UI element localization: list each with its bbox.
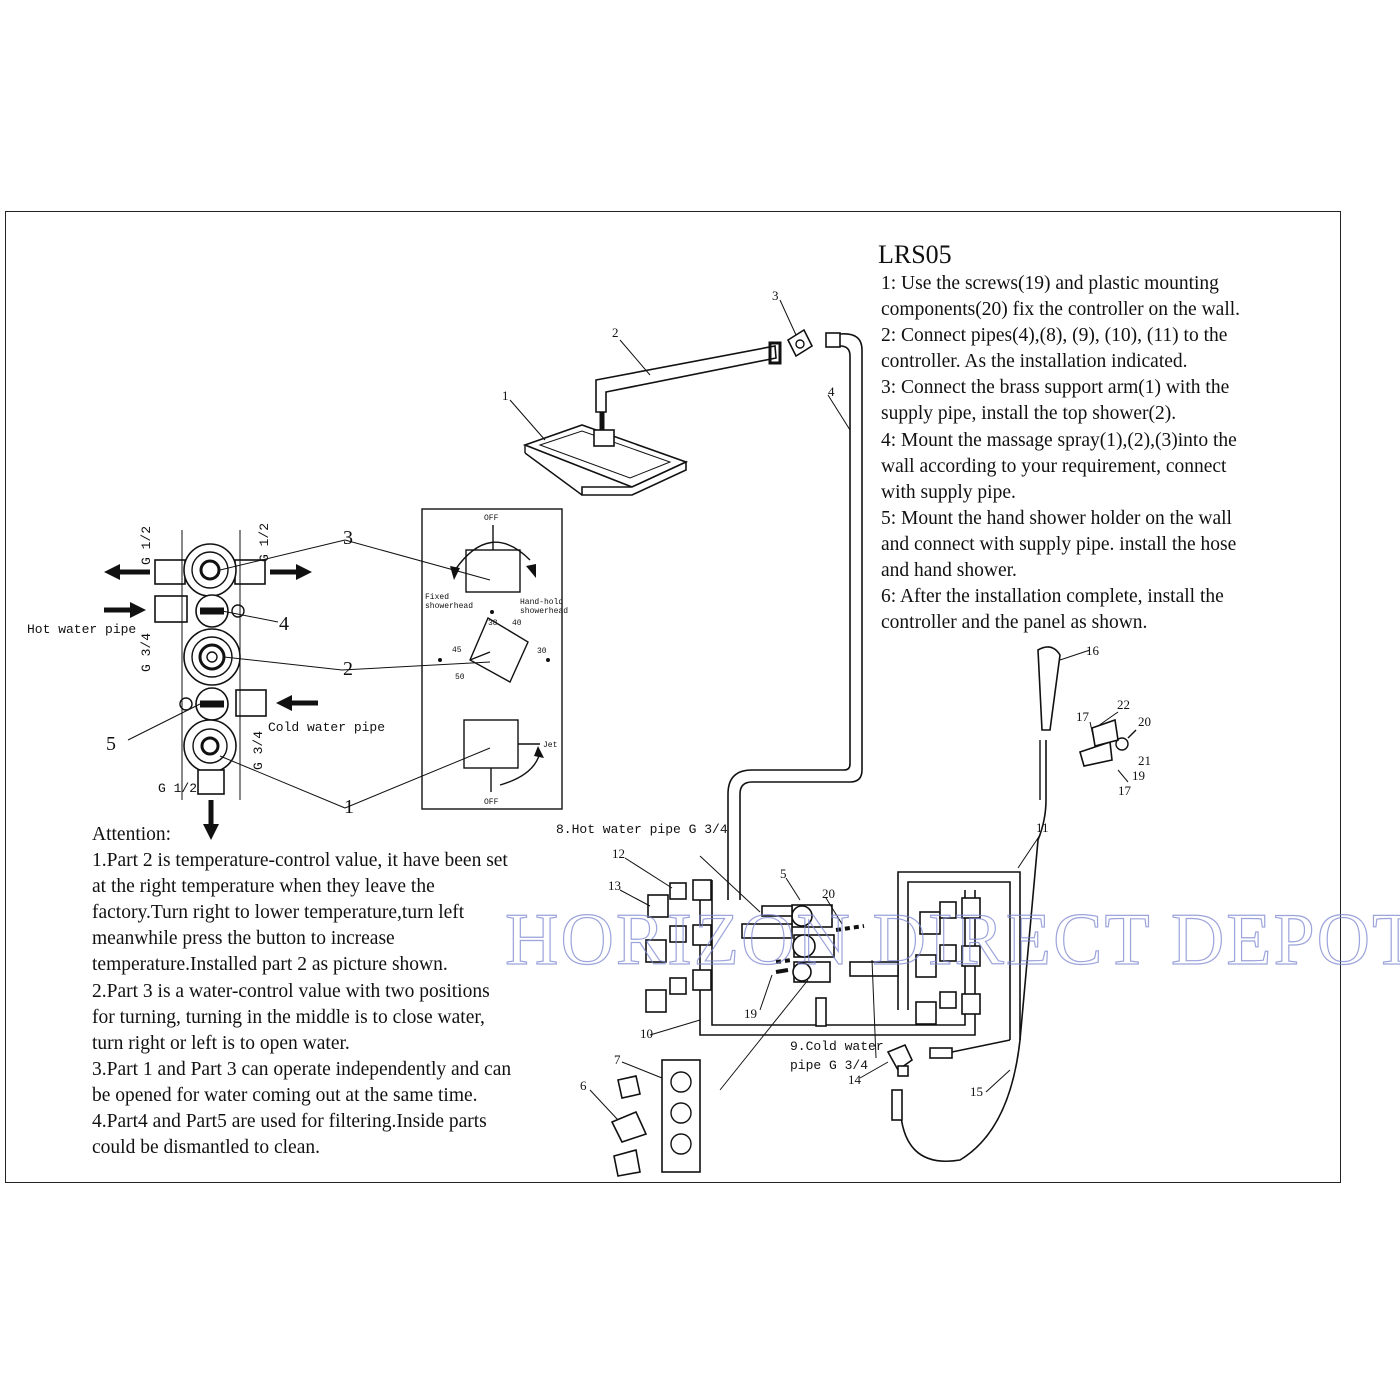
label-g12-left: G 1/2 — [139, 526, 154, 565]
attention-line: turn right or left is to open water. — [92, 1032, 350, 1054]
step-line: with supply pipe. — [881, 481, 1016, 503]
attention-line: temperature.Installed part 2 as picture … — [92, 954, 448, 976]
attention-line: be opened for water coming out at the sa… — [92, 1084, 478, 1106]
panel-t50: 50 — [455, 673, 465, 682]
step-line: controller and the panel as shown. — [881, 612, 1148, 634]
label-g34-right: G 3/4 — [251, 731, 266, 770]
step-line: 5: Mount the hand shower holder on the w… — [881, 507, 1232, 529]
panel-off-bottom: OFF — [484, 798, 499, 807]
diagram-frame — [5, 211, 1341, 1183]
step-line: wall according to your requirement, conn… — [881, 455, 1227, 477]
part-num-21: 21 — [1138, 753, 1151, 768]
valve-num-5: 5 — [106, 733, 116, 755]
label-g12-bottom: G 1/2 — [158, 781, 197, 796]
step-line: 6: After the installation complete, inst… — [881, 586, 1224, 608]
part-num-20a: 20 — [822, 886, 835, 901]
panel-handheld-2: showerhead — [520, 607, 568, 616]
part-num-19a: 19 — [744, 1006, 757, 1021]
step-line: 3: Connect the brass support arm(1) with… — [881, 377, 1230, 399]
step-line: supply pipe, install the top shower(2). — [881, 403, 1177, 425]
step-line: 1: Use the screws(19) and plastic mounti… — [881, 273, 1219, 294]
part-num-12: 12 — [612, 846, 625, 861]
attention-line: meanwhile press the button to increase — [92, 928, 395, 950]
step-line: and connect with supply pipe. install th… — [881, 533, 1237, 555]
part-num-5: 5 — [780, 866, 787, 881]
valve-num-4: 4 — [279, 613, 289, 635]
part-num-16: 16 — [1086, 643, 1100, 658]
step-line: and hand shower. — [881, 560, 1017, 582]
control-panel — [421, 508, 563, 810]
trim-plate — [589, 1059, 701, 1177]
step-line: 2: Connect pipes(4),(8), (9), (10), (11)… — [881, 325, 1228, 347]
elbow-and-hose — [859, 1039, 1011, 1121]
install-steps: 1: Use the screws(19) and plastic mounti… — [881, 271, 1321, 636]
attention-line: for turning, turning in the middle is to… — [92, 1006, 485, 1028]
part-num-6: 6 — [580, 1078, 587, 1093]
part-num-11: 11 — [1036, 820, 1049, 835]
part-num-15: 15 — [970, 1084, 983, 1099]
panel-t40: 40 — [512, 619, 522, 628]
part-num-17a: 17 — [1076, 709, 1090, 724]
part-num-7: 7 — [614, 1052, 621, 1067]
panel-jet: Jet — [543, 741, 557, 750]
part-num-19b: 19 — [1132, 768, 1145, 783]
body-jets-left — [619, 857, 712, 1013]
attention-line: 3.Part 1 and Part 3 can operate independ… — [92, 1058, 512, 1080]
panel-off-top: OFF — [484, 514, 499, 523]
part-num-20b: 20 — [1138, 714, 1151, 729]
panel-fixed: Fixed — [425, 593, 449, 602]
attention-line: could be dismantled to clean. — [92, 1137, 320, 1159]
valve-body — [154, 530, 267, 800]
valve-leaders — [127, 539, 491, 809]
hand-shower — [899, 646, 1137, 1162]
part-num-17b: 17 — [1118, 783, 1132, 798]
part-num-1: 1 — [502, 388, 509, 403]
body-jets-right — [915, 897, 981, 1025]
label-g12-right: G 1/2 — [257, 523, 272, 562]
valve-num-2: 2 — [343, 658, 353, 680]
panel-t38: 38 — [488, 619, 498, 628]
step-line: components(20) fix the controller on the… — [881, 299, 1241, 321]
label-hot-water-pipe: Hot water pipe — [27, 622, 136, 637]
panel-t45: 45 — [452, 646, 462, 655]
attention-line: 4.Part4 and Part5 are used for filtering… — [92, 1111, 487, 1133]
label-g34-left: G 3/4 — [139, 633, 154, 672]
part-num-14: 14 — [848, 1072, 862, 1087]
part-num-4: 4 — [828, 384, 835, 399]
step-line: 4: Mount the massage spray(1),(2),(3)int… — [881, 429, 1237, 451]
panel-t30: 30 — [537, 647, 547, 656]
watermark: HORIZON DIRECT DEPOT — [505, 899, 1400, 981]
part-num-22: 22 — [1117, 697, 1130, 712]
valve-num-3: 3 — [343, 527, 353, 549]
model-title: LRS05 — [878, 240, 952, 269]
attention-line: 2.Part 3 is a water-control value with t… — [92, 980, 490, 1002]
panel-fixed-2: showerhead — [425, 602, 473, 611]
label-hot-pipe-8: 8.Hot water pipe G 3/4 — [556, 822, 728, 837]
label-cold-pipe-9b: pipe G 3/4 — [790, 1058, 868, 1073]
flow-arrows — [104, 564, 318, 840]
label-cold-pipe-9a: 9.Cold water — [790, 1039, 884, 1054]
part-num-10: 10 — [640, 1026, 653, 1041]
step-line: controller. As the installation indicate… — [881, 351, 1188, 373]
part-num-13: 13 — [608, 878, 621, 893]
attention-line: 1.Part 2 is temperature-control value, i… — [92, 850, 508, 872]
label-cold-water-pipe: Cold water pipe — [268, 720, 385, 735]
attention-line: at the right temperature when they leave… — [92, 876, 435, 898]
part-num-3: 3 — [772, 288, 779, 303]
supply-pipe-4 — [727, 332, 863, 900]
valve-num-1: 1 — [344, 796, 354, 818]
top-shower — [509, 299, 814, 496]
attention-heading: Attention: — [92, 824, 172, 845]
panel-handheld: Hand-hold — [520, 598, 563, 607]
attention-line: factory.Turn right to lower temperature,… — [92, 902, 465, 924]
part-num-2: 2 — [612, 325, 619, 340]
controller-assembly — [719, 877, 899, 1091]
attention-notes: Attention: 1.Part 2 is temperature-contr… — [92, 822, 592, 1161]
